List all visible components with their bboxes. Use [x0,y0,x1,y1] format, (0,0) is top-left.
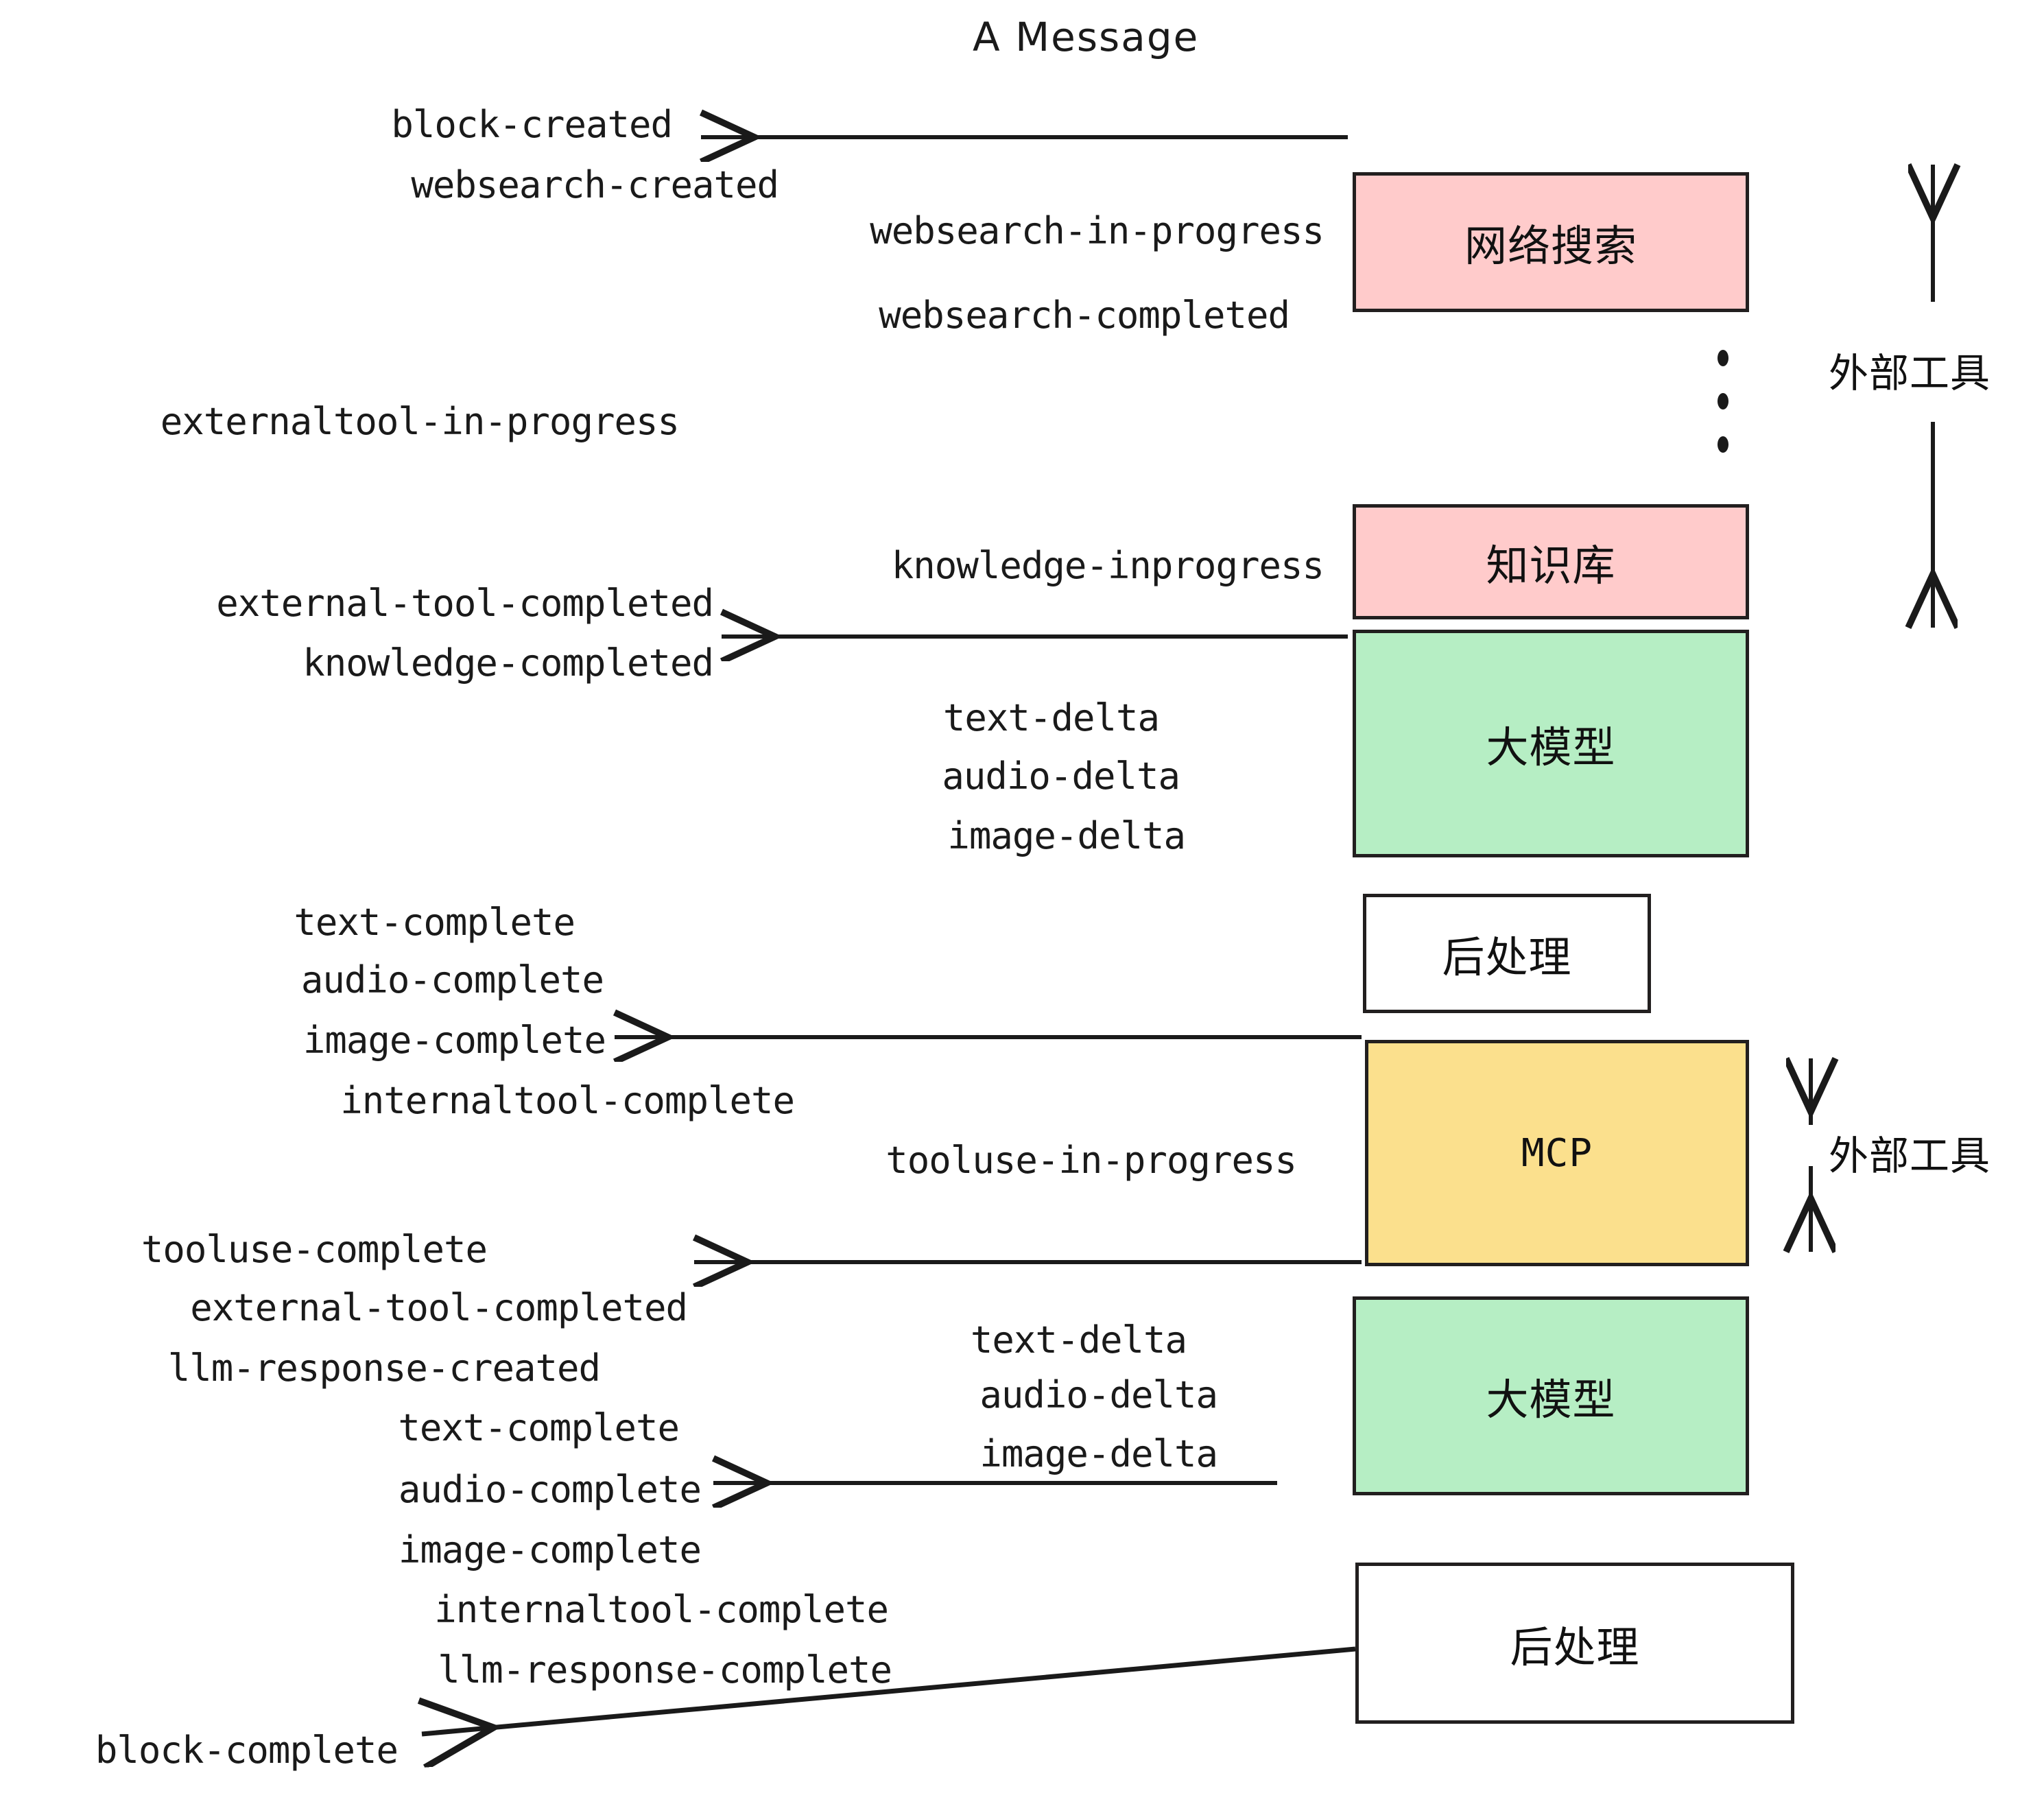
event-knowledge-inprogress: knowledge-inprogress [891,544,1324,587]
event-image-complete-first: image-complete [302,1019,606,1062]
ellipsis-dot [1718,350,1728,366]
event-audio-complete-first: audio-complete [300,958,604,1001]
ellipsis-dot [1718,393,1728,410]
event-audio-delta-first: audio-delta [942,755,1180,798]
node-knowledge-base-label: 知识库 [1486,541,1616,591]
event-websearch-completed: websearch-completed [879,294,1290,337]
event-image-delta-first: image-delta [947,814,1186,857]
event-websearch-created: websearch-created [411,163,779,206]
event-audio-complete-second: audio-complete [398,1468,702,1511]
node-mcp[interactable]: MCP [1365,1040,1749,1266]
node-websearch[interactable]: 网络搜索 [1353,172,1749,312]
event-image-complete-second: image-complete [398,1528,702,1571]
diagram-title: A Message [973,14,1200,60]
node-llm-second[interactable]: 大模型 [1353,1296,1749,1495]
node-knowledge-base[interactable]: 知识库 [1353,504,1749,619]
event-audio-delta-second: audio-delta [979,1373,1218,1416]
node-llm-first-label: 大模型 [1486,722,1616,772]
node-llm-second-label: 大模型 [1486,1375,1616,1425]
event-tooluse-in-progress: tooluse-in-progress [886,1139,1297,1182]
event-block-complete: block-complete [95,1729,399,1772]
event-text-complete-second: text-complete [398,1406,680,1449]
side-label-external-tools-top: 外部工具 [1829,350,1991,396]
node-websearch-label: 网络搜索 [1464,221,1637,271]
node-postprocessing-first[interactable]: 后处理 [1363,894,1651,1013]
node-postprocessing-second-label: 后处理 [1510,1622,1640,1672]
node-postprocessing-first-label: 后处理 [1442,932,1572,982]
event-block-created: block-created [391,103,673,146]
event-image-delta-second: image-delta [979,1432,1218,1475]
node-postprocessing-second[interactable]: 后处理 [1355,1563,1794,1724]
event-llm-response-complete: llm-response-complete [438,1648,892,1692]
event-tooluse-complete: tooluse-complete [141,1228,488,1271]
event-text-delta-first: text-delta [942,696,1160,739]
event-text-complete-first: text-complete [294,901,575,944]
vertical-ellipsis-icon [1718,350,1728,453]
event-llm-response-created: llm-response-created [167,1346,601,1390]
node-llm-first[interactable]: 大模型 [1353,630,1749,857]
node-mcp-label: MCP [1521,1130,1593,1176]
event-knowledge-completed: knowledge-completed [302,641,714,685]
event-internaltool-complete-first: internaltool-complete [340,1079,795,1122]
event-websearch-in-progress: websearch-in-progress [870,209,1324,252]
event-external-tool-completed-second: external-tool-completed [190,1286,688,1329]
side-label-external-tools-bottom: 外部工具 [1829,1132,1991,1179]
event-external-tool-completed-first: external-tool-completed [216,582,714,625]
ellipsis-dot [1718,436,1728,453]
event-text-delta-second: text-delta [970,1318,1187,1362]
event-externaltool-in-progress: externaltool-in-progress [160,400,680,443]
event-internaltool-complete-second: internaltool-complete [434,1588,889,1631]
